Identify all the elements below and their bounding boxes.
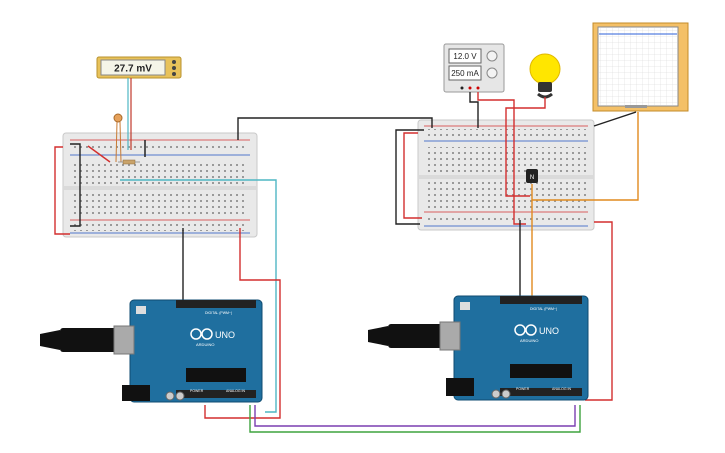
arduino-model: UNO	[539, 326, 559, 336]
power-label: POWER	[190, 389, 204, 393]
multimeter[interactable]: 27.7 mV	[96, 56, 182, 150]
analog-label: ANALOG IN	[226, 389, 246, 393]
reset-button[interactable]	[136, 306, 146, 314]
current-knob[interactable]	[486, 67, 498, 79]
oscilloscope[interactable]	[592, 22, 689, 112]
power-supply-voltage: 12.0 V	[453, 52, 477, 61]
transistor[interactable]: N	[526, 169, 538, 183]
arduino-model: UNO	[215, 330, 235, 340]
voltage-knob[interactable]	[486, 50, 498, 62]
arduino-brand: ARDUINO	[520, 338, 538, 343]
arduino-brand: ARDUINO	[196, 342, 214, 347]
arduino-left[interactable]: UNO ARDUINO DIGITAL (PWM~) POWER ANALOG …	[40, 299, 263, 403]
multimeter-reading: 27.7 mV	[114, 64, 152, 75]
resistor[interactable]	[118, 159, 140, 165]
breadboard-right[interactable]	[417, 119, 595, 231]
analog-label: ANALOG IN	[552, 387, 572, 391]
light-bulb[interactable]	[529, 53, 561, 99]
digital-label: DIGITAL (PWM~)	[530, 307, 557, 311]
reset-button[interactable]	[460, 302, 470, 310]
power-supply[interactable]: 12.0 V 250 mA	[443, 43, 505, 93]
arduino-right[interactable]: UNO ARDUINO DIGITAL (PWM~) POWER ANALOG …	[368, 295, 589, 401]
svg-text:N: N	[530, 175, 534, 181]
power-supply-current: 250 mA	[451, 69, 479, 78]
wires	[54, 92, 639, 433]
digital-label: DIGITAL (PWM~)	[205, 311, 232, 315]
power-label: POWER	[516, 387, 530, 391]
breadboard-left[interactable]	[62, 132, 258, 238]
photoresistor[interactable]	[113, 113, 123, 163]
